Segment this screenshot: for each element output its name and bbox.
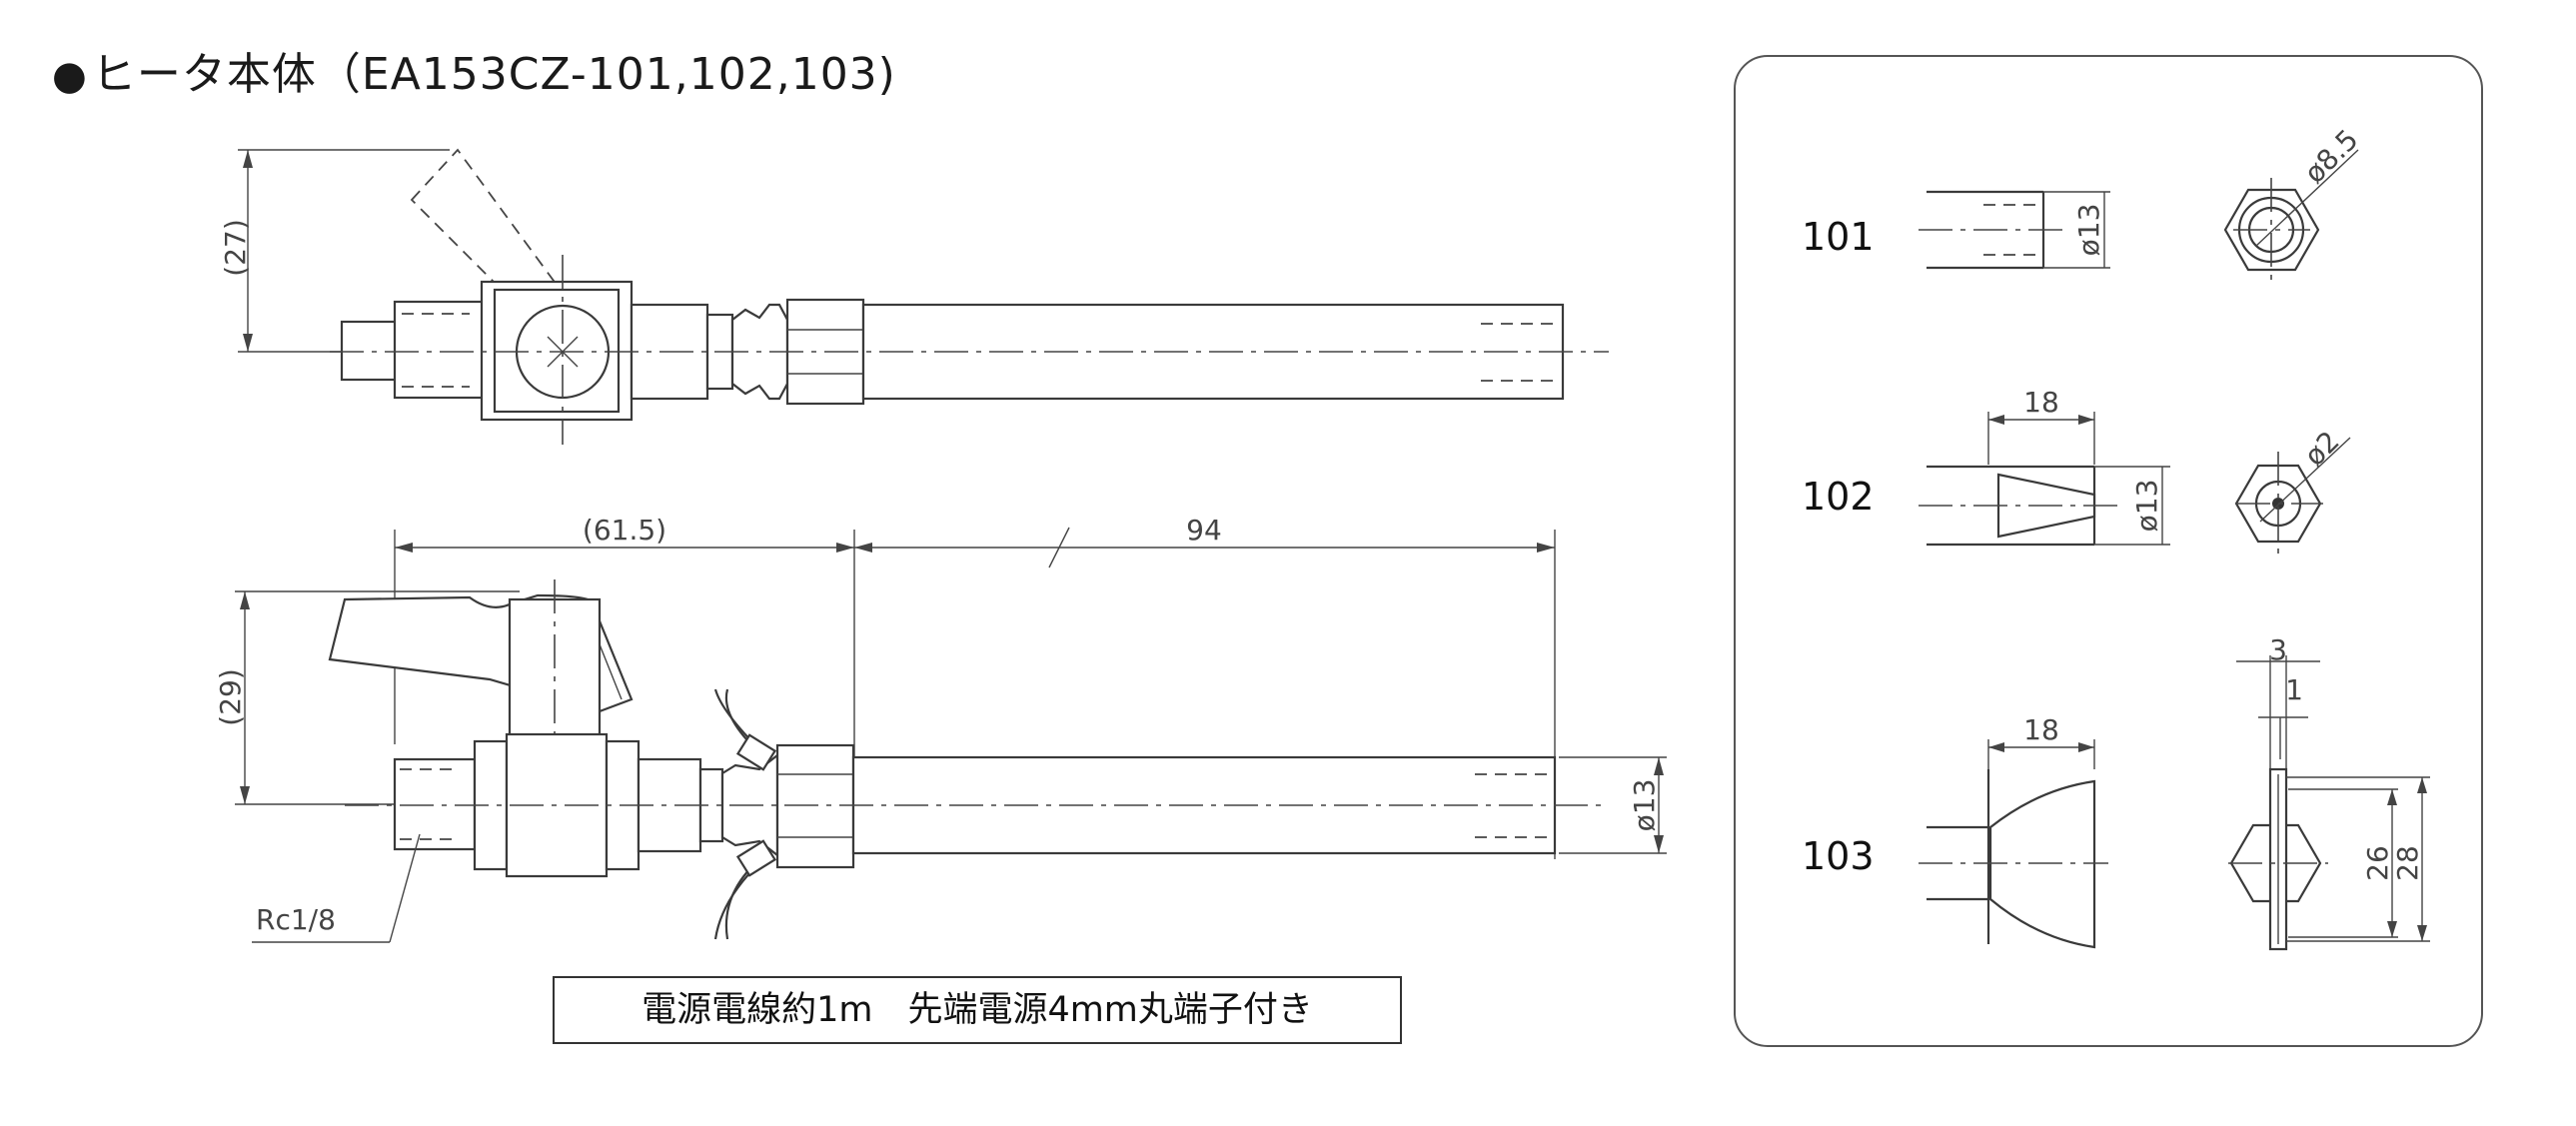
dim-103-width-a: 26 [2361,845,2394,881]
title-text: ヒータ本体（EA153CZ-101,102,103) [91,49,896,100]
dim-tube-length: 94 [1186,514,1222,547]
dim-tube-diameter: ø13 [1628,779,1661,832]
variant-label-101: 101 [1802,215,1875,259]
bullet-icon: ● [52,53,88,99]
variant-101: 101 ø13 ø8.5 [1802,123,2365,282]
variant-label-102: 102 [1802,475,1875,519]
dim-101-end: ø8.5 [2298,123,2365,190]
variants-panel [1734,55,2483,1047]
dim-103-width-b: 28 [2391,845,2424,881]
variant-102: 102 18 ø13 ø2 [1802,386,2351,556]
dim-103-inner: 1 [2285,673,2303,706]
dim-top-height: (27) [219,219,252,276]
variant-label-103: 103 [1802,834,1875,878]
variant-103: 103 18 3 1 26 28 [1802,633,2430,951]
cable-note: 電源電線約1m 先端電源4mm丸端子付き [553,976,1402,1044]
top-view: (27) [219,148,1609,445]
thread-label: Rc1/8 [256,903,336,936]
dim-103-length: 18 [2023,713,2059,746]
dim-102-end: ø2 [2298,425,2346,473]
dim-103-thickness: 3 [2269,633,2287,666]
dim-102-length: 18 [2023,386,2059,419]
dim-side-height: (29) [214,668,247,725]
dim-101-diameter: ø13 [2072,204,2105,257]
side-view: (61.5) 94 (29) [214,514,1667,943]
page-title: ●ヒータ本体（EA153CZ-101,102,103) [52,38,896,102]
dim-102-diameter: ø13 [2130,480,2163,533]
dim-length-to-nut: (61.5) [583,514,666,547]
